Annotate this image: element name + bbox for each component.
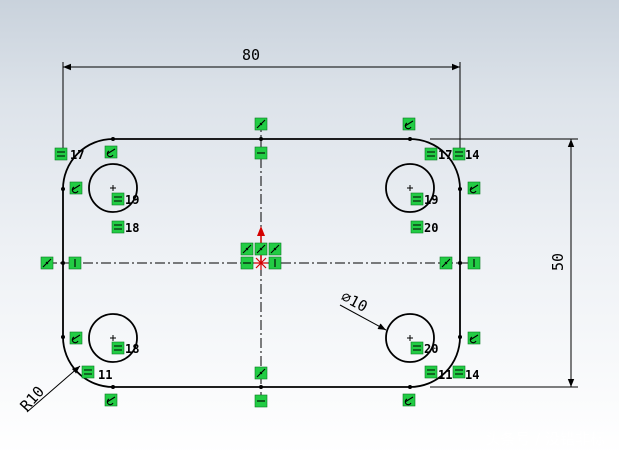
equal-relation-icon[interactable] — [452, 365, 466, 379]
equal-relation-icon[interactable] — [111, 192, 125, 206]
tangent-relation-icon[interactable] — [104, 145, 118, 159]
relation-label-hole-tl-below: 18 — [125, 221, 139, 235]
tangent-relation-icon[interactable] — [402, 393, 416, 407]
equal-relation-icon[interactable] — [410, 192, 424, 206]
relation-label-bottom-left: 11 — [98, 368, 112, 382]
equal-relation-icon[interactable] — [81, 365, 95, 379]
tangent-relation-icon[interactable] — [467, 181, 481, 195]
equal-relation-icon[interactable] — [452, 147, 466, 161]
vertical-relation-icon[interactable] — [268, 256, 282, 270]
tangent-relation-icon[interactable] — [104, 393, 118, 407]
equal-relation-icon[interactable] — [111, 220, 125, 234]
diameter-dimension-text[interactable]: ∅10 — [338, 287, 370, 316]
relation-label-hole-tr: 19 — [424, 193, 438, 207]
equal-relation-icon[interactable] — [410, 341, 424, 355]
diameter-leader — [339, 304, 387, 331]
tangent-relation-icon[interactable] — [402, 117, 416, 131]
sketch-endpoints — [61, 137, 462, 389]
coincident-relation-icon[interactable] — [254, 242, 268, 256]
relation-label-top-right-a: 17 — [438, 148, 452, 162]
equal-relation-icon[interactable] — [410, 220, 424, 234]
coincident-relation-icon[interactable] — [268, 242, 282, 256]
midpoint-relation-icon[interactable] — [254, 117, 268, 131]
relation-label-hole-br: 20 — [424, 342, 438, 356]
height-dimension-text[interactable]: 50 — [549, 253, 567, 271]
horizontal-relation-icon[interactable] — [254, 146, 268, 160]
coincident-relation-icon[interactable] — [240, 242, 254, 256]
equal-relation-icon[interactable] — [54, 147, 68, 161]
equal-relation-icon[interactable] — [424, 365, 438, 379]
equal-relation-icon[interactable] — [111, 341, 125, 355]
horizontal-relation-icon[interactable] — [254, 394, 268, 408]
relation-label-bottom-right-b: 14 — [465, 368, 479, 382]
midpoint-relation-icon[interactable] — [439, 256, 453, 270]
relation-label-hole-tl: 19 — [125, 193, 139, 207]
radius-leader — [26, 365, 81, 413]
watermark-text: 头条号 / 没错非标 — [485, 430, 605, 448]
hole-top-right[interactable] — [385, 163, 435, 213]
midpoint-relation-icon[interactable] — [40, 256, 54, 270]
equal-relation-icon[interactable] — [424, 147, 438, 161]
vertical-relation-icon[interactable] — [68, 256, 82, 270]
tangent-relation-icon[interactable] — [69, 331, 83, 345]
relation-label-top-right-b: 14 — [465, 148, 479, 162]
midpoint-relation-icon[interactable] — [254, 366, 268, 380]
radius-dimension-text[interactable]: R10 — [17, 383, 49, 415]
tangent-relation-icon[interactable] — [467, 331, 481, 345]
relation-label-hole-bl: 18 — [125, 342, 139, 356]
horizontal-relation-icon[interactable] — [240, 256, 254, 270]
relation-label-bottom-right-a: 11 — [438, 368, 452, 382]
hole-bottom-left[interactable] — [88, 313, 138, 363]
relation-label-top-left: 17 — [70, 148, 84, 162]
width-dimension-text[interactable]: 80 — [242, 46, 260, 64]
hole-bottom-right[interactable] — [385, 313, 435, 363]
hole-top-left[interactable] — [88, 163, 138, 213]
relation-label-hole-tr-below: 20 — [424, 221, 438, 235]
vertical-relation-icon[interactable] — [467, 256, 481, 270]
tangent-relation-icon[interactable] — [69, 181, 83, 195]
